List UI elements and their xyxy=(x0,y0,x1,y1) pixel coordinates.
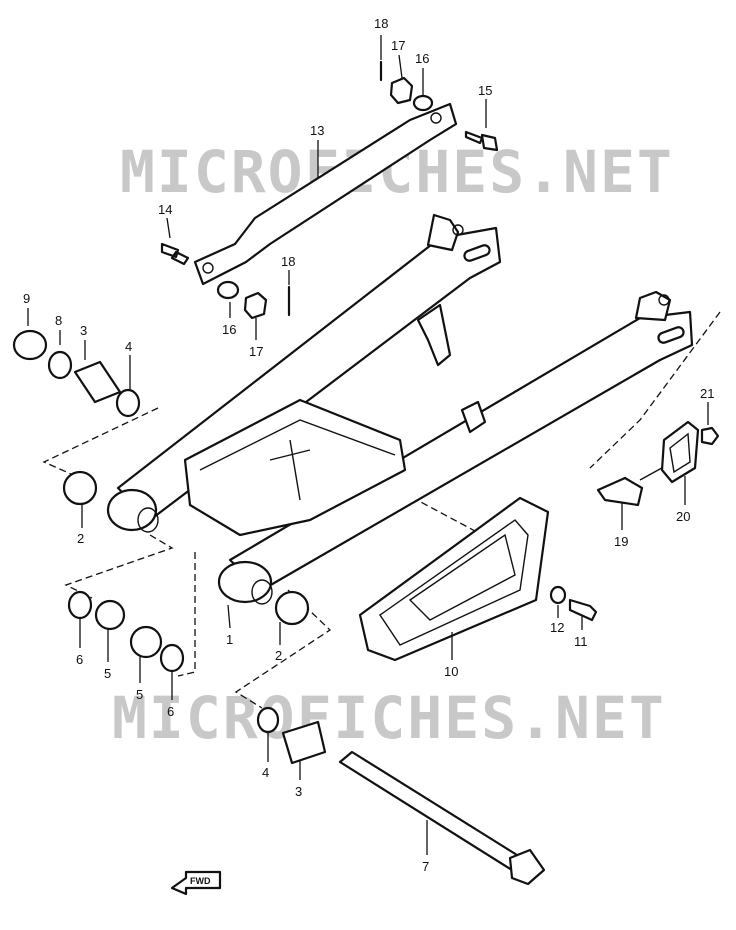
callout-4: 4 xyxy=(262,765,269,780)
seal-8 xyxy=(47,350,73,380)
callout-21: 21 xyxy=(700,386,714,401)
bolt-14 xyxy=(160,242,190,266)
collar-12 xyxy=(549,585,567,605)
forward-arrow-label: FWD xyxy=(190,876,211,886)
bearing-2a xyxy=(62,470,98,506)
callout-9: 9 xyxy=(23,291,30,306)
callout-20: 20 xyxy=(676,509,690,524)
washer-4a xyxy=(115,388,141,418)
callout-16: 16 xyxy=(222,322,236,337)
cap-9 xyxy=(12,329,48,361)
callout-17: 17 xyxy=(249,344,263,359)
callout-18: 18 xyxy=(281,254,295,269)
nut-lower xyxy=(243,291,268,320)
small-parts xyxy=(12,60,720,886)
callout-3: 3 xyxy=(80,323,87,338)
bolt-15 xyxy=(464,130,499,152)
callout-1: 1 xyxy=(226,632,233,647)
callout-5: 5 xyxy=(104,666,111,681)
nut-21 xyxy=(700,426,720,446)
callout-11: 11 xyxy=(574,634,588,649)
callout-6: 6 xyxy=(76,652,83,667)
assembly-guide-lines xyxy=(42,311,721,709)
washer-upper xyxy=(412,94,434,112)
part-swingarm xyxy=(106,213,694,605)
forward-arrow-icon: FWD xyxy=(170,870,222,896)
bearing-2b xyxy=(274,590,310,626)
callout-10: 10 xyxy=(444,664,458,679)
callout-3: 3 xyxy=(295,784,302,799)
spacer-5b xyxy=(129,625,163,659)
part-torque-link xyxy=(193,102,458,286)
callout-17: 17 xyxy=(391,38,405,53)
callout-2: 2 xyxy=(77,531,84,546)
washer-lower xyxy=(216,280,240,300)
callout-19: 19 xyxy=(614,534,628,549)
callout-8: 8 xyxy=(55,313,62,328)
pivot-shaft xyxy=(338,750,527,874)
adjuster-19 xyxy=(596,476,644,507)
callout-labels: 1 2 2 3 3 4 4 5 5 6 6 7 8 9 10 11 12 13 … xyxy=(23,16,714,874)
callout-18: 18 xyxy=(374,16,388,31)
nut-upper xyxy=(389,76,414,105)
bushing-3b xyxy=(281,720,327,765)
callout-4: 4 xyxy=(125,339,132,354)
callout-14: 14 xyxy=(158,202,172,217)
bushing-3a xyxy=(73,360,122,404)
callout-2: 2 xyxy=(275,648,282,663)
slider-block-20 xyxy=(660,420,700,484)
spacer-5a xyxy=(94,599,126,631)
watermark-bottom: MICROFICHES.NET xyxy=(112,684,666,752)
callout-5: 5 xyxy=(136,687,143,702)
part-chain-case xyxy=(358,496,550,662)
callout-7: 7 xyxy=(422,859,429,874)
callout-15: 15 xyxy=(478,83,492,98)
washer-6a xyxy=(67,590,93,620)
bolt-11 xyxy=(568,598,598,622)
washer-4b xyxy=(256,706,280,734)
pivot-shaft-head xyxy=(508,848,546,886)
callout-6: 6 xyxy=(167,704,174,719)
washer-6b xyxy=(159,643,185,673)
callout-13: 13 xyxy=(310,123,324,138)
callout-16: 16 xyxy=(415,51,429,66)
callout-12: 12 xyxy=(550,620,564,635)
